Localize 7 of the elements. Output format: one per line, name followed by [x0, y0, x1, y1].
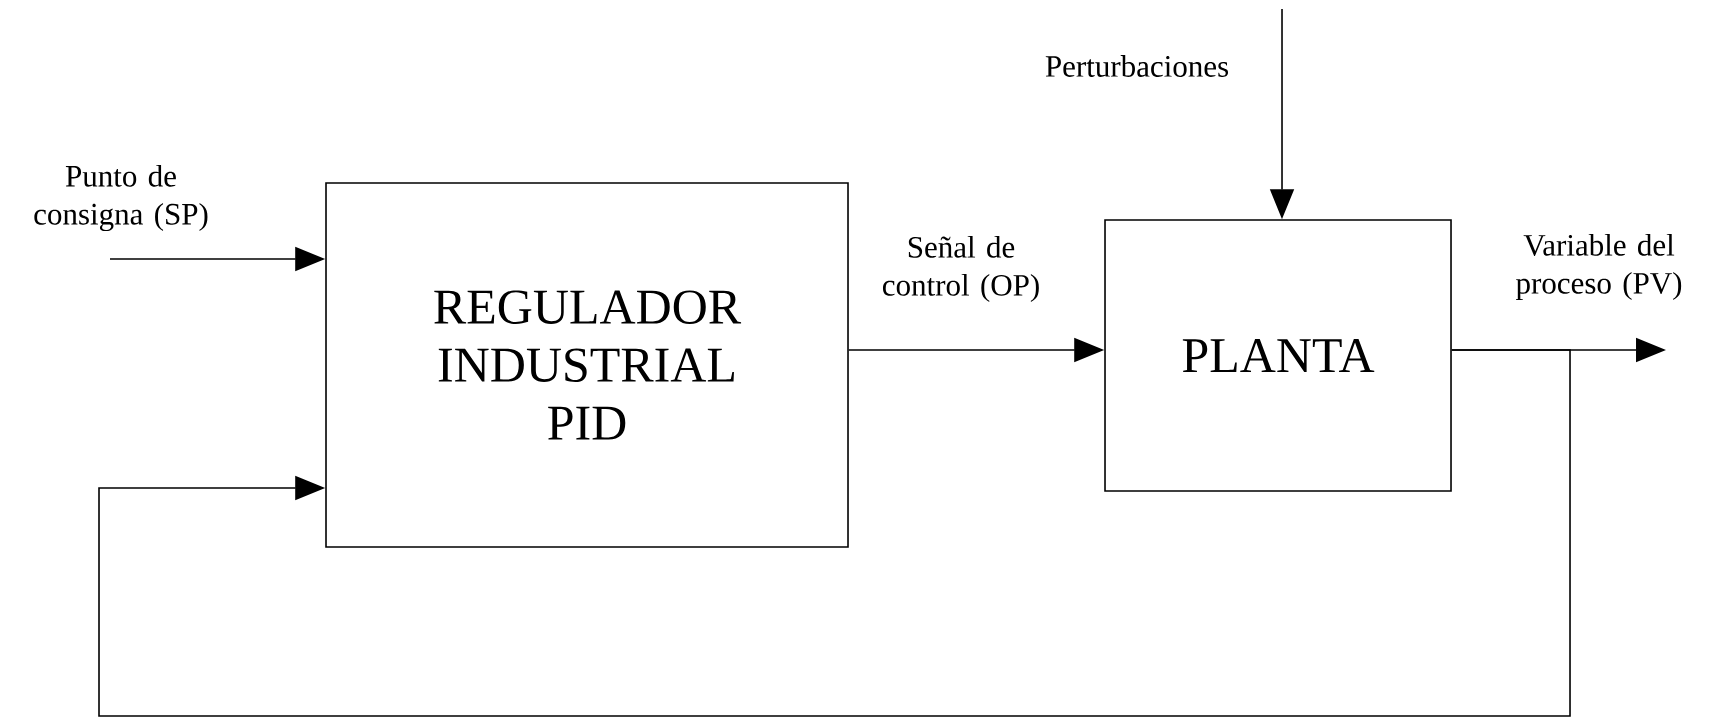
edge-label: Perturbaciones — [1045, 55, 1229, 77]
arrow — [98, 349, 1571, 717]
edge-label: Señal de control (OP) — [883, 235, 1039, 303]
block-box: REGULADOR INDUSTRIAL PID — [325, 182, 849, 548]
block-box: PLANTA — [1104, 219, 1452, 492]
edge-label: Punto de consigna (SP) — [34, 164, 208, 232]
edge-label: Variable del proceso (PV) — [1516, 233, 1682, 301]
